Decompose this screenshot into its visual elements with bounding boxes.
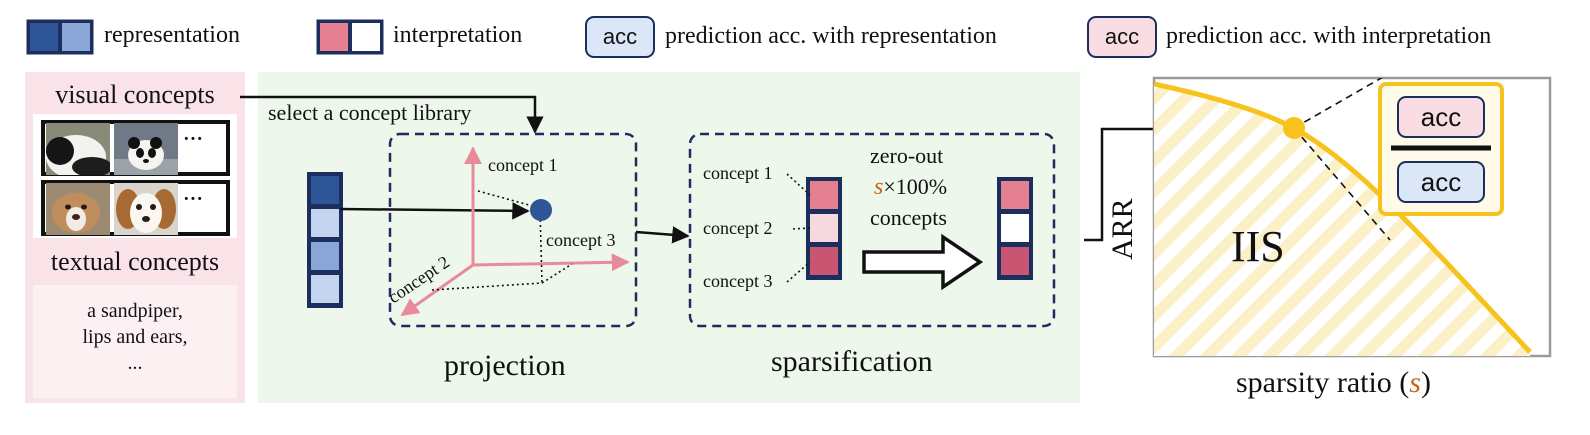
xlabel-s-symbol: s — [1409, 366, 1421, 399]
projection-dotted-lines — [431, 190, 573, 291]
zero-out-line3: concepts — [870, 205, 947, 230]
panda-image-1 — [46, 123, 110, 175]
projection-box — [388, 132, 638, 328]
concept1-axis-label: concept 1 — [488, 155, 558, 175]
representation-legend-label: representation — [104, 22, 240, 48]
acc-interpretation-legend-label: prediction acc. with interpretation — [1166, 23, 1492, 49]
more-images-ellipsis-2: ··· — [182, 184, 204, 213]
visual-concepts-title: visual concepts — [55, 80, 215, 109]
xlabel-suffix: ) — [1420, 366, 1431, 399]
interpretation-legend-swatch — [316, 19, 384, 55]
textual-concept-line-2: lips and ears, — [82, 326, 188, 348]
to-sparsification-arrow — [635, 226, 690, 244]
sparsify-concept2-label: concept 2 — [703, 218, 773, 238]
zero-out-line1: zero-out — [870, 143, 944, 168]
acc-representation-legend-box: acc — [585, 16, 655, 58]
textual-concept-line-3: ... — [127, 352, 143, 374]
zero-out-percent: ×100% — [883, 174, 948, 199]
sparsify-concept1-label: concept 1 — [703, 163, 773, 183]
acc-interpretation-box: acc — [1397, 96, 1485, 138]
tangent-upper — [1293, 78, 1383, 129]
more-images-ellipsis-1: ··· — [182, 124, 204, 153]
projection-arrow — [339, 202, 530, 220]
select-library-label: select a concept library — [268, 100, 472, 125]
interpretation-legend-label: interpretation — [393, 22, 523, 48]
acc-interpretation-legend-box: acc — [1087, 16, 1157, 58]
zero-out-s-symbol: s — [874, 174, 884, 200]
sparsification-box — [688, 132, 1056, 328]
dog-image-2 — [114, 183, 178, 235]
zero-out-arrow — [862, 233, 984, 291]
representation-legend-swatch — [26, 19, 94, 55]
operating-point — [1283, 117, 1305, 139]
interpretation-vector-before — [806, 177, 842, 280]
tangent-lower — [1293, 127, 1391, 241]
select-library-arrow — [240, 95, 544, 134]
concept3-axis-label: concept 3 — [546, 230, 616, 250]
acc-representation-legend-label: prediction acc. with representation — [665, 23, 997, 49]
iis-region — [1154, 84, 1530, 356]
projected-point — [530, 199, 552, 221]
sparsify-concept3-label: concept 3 — [703, 271, 773, 291]
xlabel-prefix: sparsity ratio ( — [1236, 366, 1410, 399]
sparsity-chart — [1152, 76, 1552, 358]
zero-out-line2: s×100% — [874, 174, 947, 201]
arr-label: ARR — [1106, 198, 1139, 260]
concept-pointer-lines — [786, 173, 811, 283]
concept3-axis — [472, 253, 630, 272]
textual-concepts-title: textual concepts — [50, 247, 220, 276]
iis-region-label: IIS — [1231, 222, 1285, 271]
textual-concepts-card: a sandpiper, lips and ears, ... — [33, 285, 237, 398]
interpretation-vector-after — [997, 177, 1033, 280]
sparsification-title: sparsification — [771, 345, 933, 378]
chart-x-axis-label: sparsity ratio (s) — [1236, 366, 1431, 400]
dog-image-1 — [46, 183, 110, 235]
representation-vector — [307, 172, 343, 308]
textual-concept-line-1: a sandpiper, — [87, 300, 183, 322]
accuracy-curve — [1154, 81, 1532, 354]
panda-image-2 — [114, 123, 178, 175]
projection-title: projection — [444, 349, 566, 382]
acc-representation-box: acc — [1397, 161, 1485, 203]
